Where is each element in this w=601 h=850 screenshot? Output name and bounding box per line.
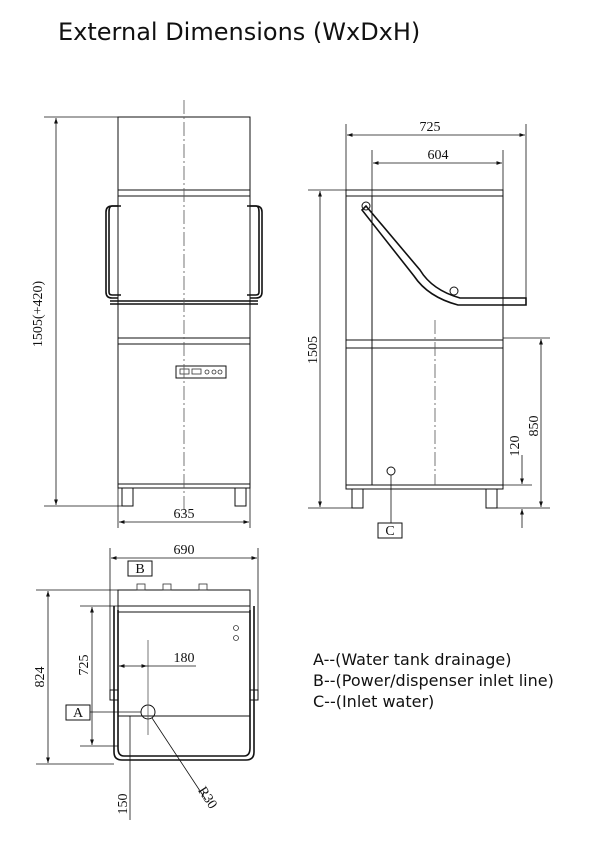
inlet-c-marker	[386, 466, 396, 476]
marker-a-box	[65, 704, 91, 721]
front-view	[44, 100, 263, 528]
front-handle-right	[250, 205, 263, 299]
marker-a-label: A	[73, 706, 84, 721]
dim-side-depth: 725	[420, 120, 441, 135]
marker-c-box	[377, 522, 403, 539]
dim-side-table-height: 850	[527, 416, 542, 437]
marker-b-box	[127, 560, 153, 577]
dim-side-inner-depth: 604	[428, 148, 449, 163]
side-view	[308, 124, 550, 528]
top-rear-panel	[117, 589, 251, 607]
dim-side-height: 1505	[306, 336, 321, 364]
page-title: External Dimensions (WxDxH)	[58, 18, 421, 46]
dim-side-inlet-height: 120	[508, 436, 523, 457]
dim-front-width: 635	[174, 507, 195, 522]
marker-c-label: C	[385, 524, 394, 539]
side-foot-right	[485, 488, 498, 509]
front-foot-left	[121, 487, 134, 507]
top-handle	[113, 606, 255, 761]
dim-top-depth-outer: 824	[33, 667, 48, 688]
connection-b-stub	[136, 583, 146, 591]
dim-top-depth: 725	[77, 655, 92, 676]
legend-item-c: C--(Inlet water)	[313, 692, 435, 711]
side-foot-left	[351, 488, 364, 509]
control-panel	[175, 365, 227, 379]
marker-b-label: B	[135, 562, 144, 577]
top-view	[36, 548, 259, 820]
front-foot-right	[234, 487, 247, 507]
dim-front-height: 1505(+420)	[31, 281, 46, 348]
legend: A--(Water tank drainage) B--(Power/dispe…	[313, 649, 554, 712]
side-body	[345, 189, 504, 486]
dim-drain-offset: 150	[116, 794, 131, 815]
dim-top-width: 690	[174, 543, 195, 558]
legend-item-a: A--(Water tank drainage)	[313, 650, 512, 669]
front-handle-left	[105, 205, 118, 299]
dim-top-offset: 180	[174, 651, 195, 666]
side-lever	[360, 204, 527, 306]
legend-item-b: B--(Power/dispenser inlet line)	[313, 671, 554, 690]
